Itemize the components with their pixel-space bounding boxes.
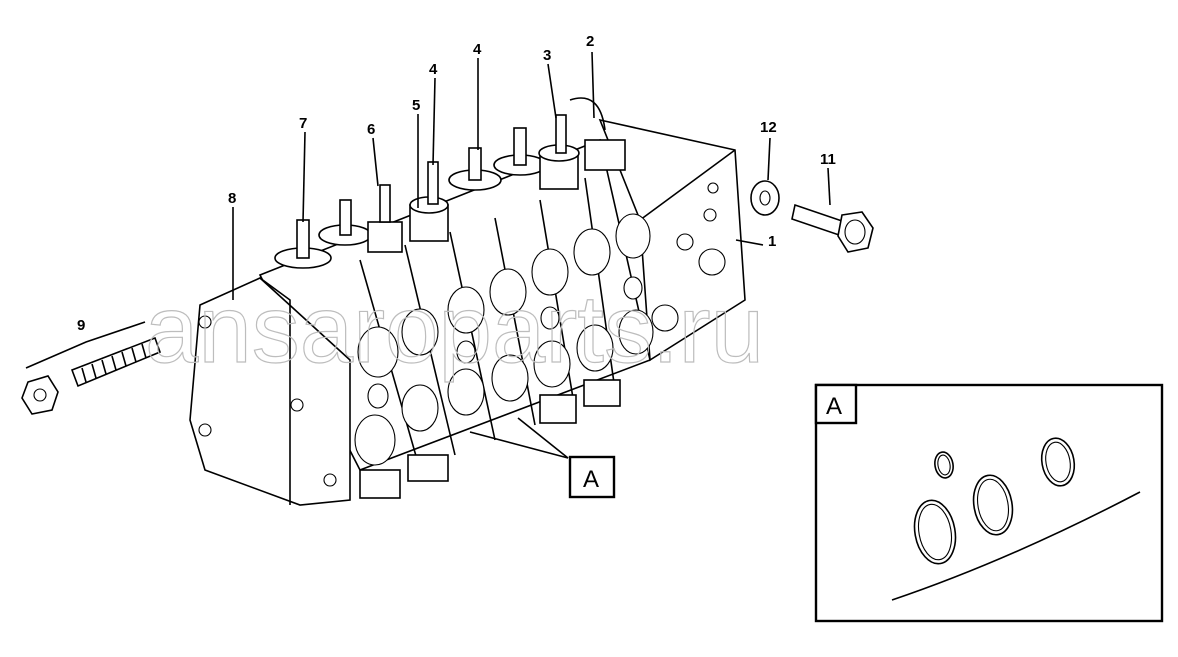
bottom-caps: [359, 379, 621, 499]
callout-7: 7: [299, 115, 307, 132]
callout-6: 6: [367, 121, 375, 138]
valve-block: [189, 118, 746, 506]
end-plate-edge: [639, 149, 736, 221]
washer-and-bolt: [750, 180, 874, 253]
leader-lines: [25, 51, 831, 459]
callout-12: 12: [760, 119, 777, 136]
end-plate-left: [189, 277, 351, 506]
end-plate-right: [598, 118, 746, 362]
callout-2: 2: [586, 33, 594, 50]
callout-3: 3: [543, 47, 551, 64]
bolt-shank: [70, 336, 162, 388]
callout-8: 8: [228, 190, 236, 207]
watermark: ansaroparts.ru: [145, 276, 764, 383]
callout-1: 1: [768, 233, 776, 250]
callout-11: 11: [820, 151, 836, 168]
port-circles: [354, 213, 654, 466]
callout-5: 5: [412, 97, 420, 114]
bolt-11-shank: [791, 203, 846, 238]
o-rings: [913, 437, 1076, 565]
callout-9: 9: [77, 317, 85, 334]
callout-4b: 4: [473, 41, 482, 58]
detail-leader: [891, 491, 1141, 601]
svg-text:A: A: [826, 393, 842, 420]
svg-text:A: A: [583, 466, 599, 493]
callout-4a: 4: [429, 61, 438, 78]
detail-reference: A: [568, 455, 616, 499]
detail-box-a: A: [814, 383, 1164, 623]
tie-bolt: [21, 336, 162, 415]
